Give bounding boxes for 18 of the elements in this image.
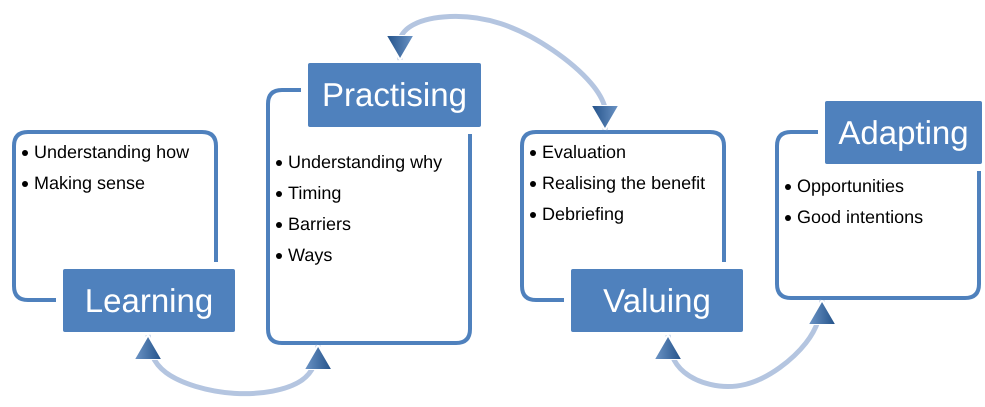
bullet-text: Debriefing xyxy=(542,204,624,225)
bullet-text: Timing xyxy=(288,183,342,204)
bullet-text: Realising the benefit xyxy=(542,173,706,194)
stage-title: Valuing xyxy=(568,266,746,335)
curved-arrow xyxy=(652,298,838,389)
stage-title: Practising xyxy=(305,60,484,130)
bullet-text: Good intentions xyxy=(797,207,924,228)
stage-title: Learning xyxy=(60,266,238,335)
bullet-text: Opportunities xyxy=(797,176,904,197)
bullet-text: Evaluation xyxy=(542,142,626,163)
bullet-text: Barriers xyxy=(288,214,352,235)
stage-title: Adapting xyxy=(822,98,985,167)
curved-arrow xyxy=(384,14,621,132)
bullet-text: Understanding why xyxy=(288,152,442,173)
bullet-text: Understanding how xyxy=(34,142,190,163)
bullet-text: Ways xyxy=(288,245,332,266)
curved-arrow xyxy=(132,334,334,396)
bullet-text: Making sense xyxy=(34,173,146,194)
